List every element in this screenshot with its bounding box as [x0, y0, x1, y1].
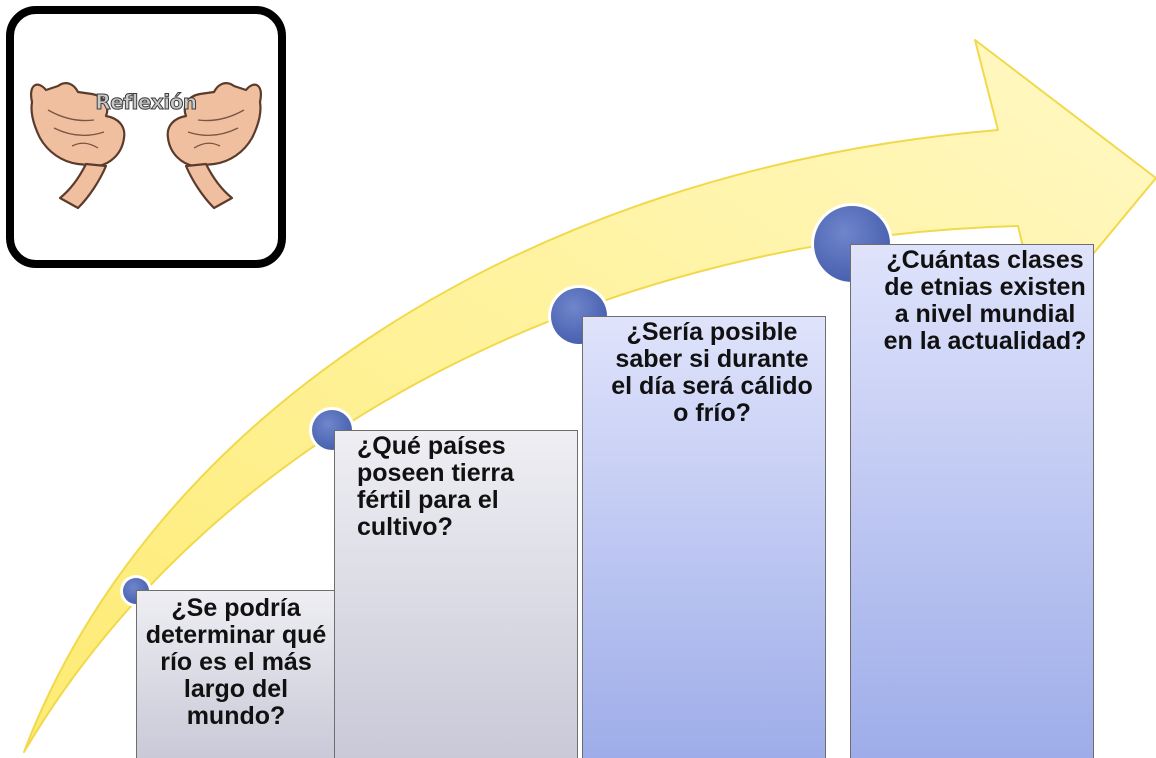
step-2-text: ¿Qué países poseen tierra fértil para el…: [357, 432, 515, 541]
step-4-text: ¿Cuántas clases de etnias existen a nive…: [883, 246, 1087, 355]
cupped-hands-icon: [30, 82, 262, 210]
step-3-box: ¿Sería posible saber si durante el día s…: [582, 316, 826, 758]
step-1-box: ¿Se podría determinar qué río es el más …: [136, 590, 336, 758]
step-2-box: ¿Qué países poseen tierra fértil para el…: [334, 430, 578, 758]
step-3-text: ¿Sería posible saber si durante el día s…: [611, 318, 813, 427]
reflexion-logo: Reflexión: [6, 6, 286, 268]
step-1-text: ¿Se podría determinar qué río es el más …: [145, 594, 327, 730]
logo-word: Reflexión: [95, 90, 198, 115]
step-4-box: ¿Cuántas clases de etnias existen a nive…: [850, 244, 1094, 758]
